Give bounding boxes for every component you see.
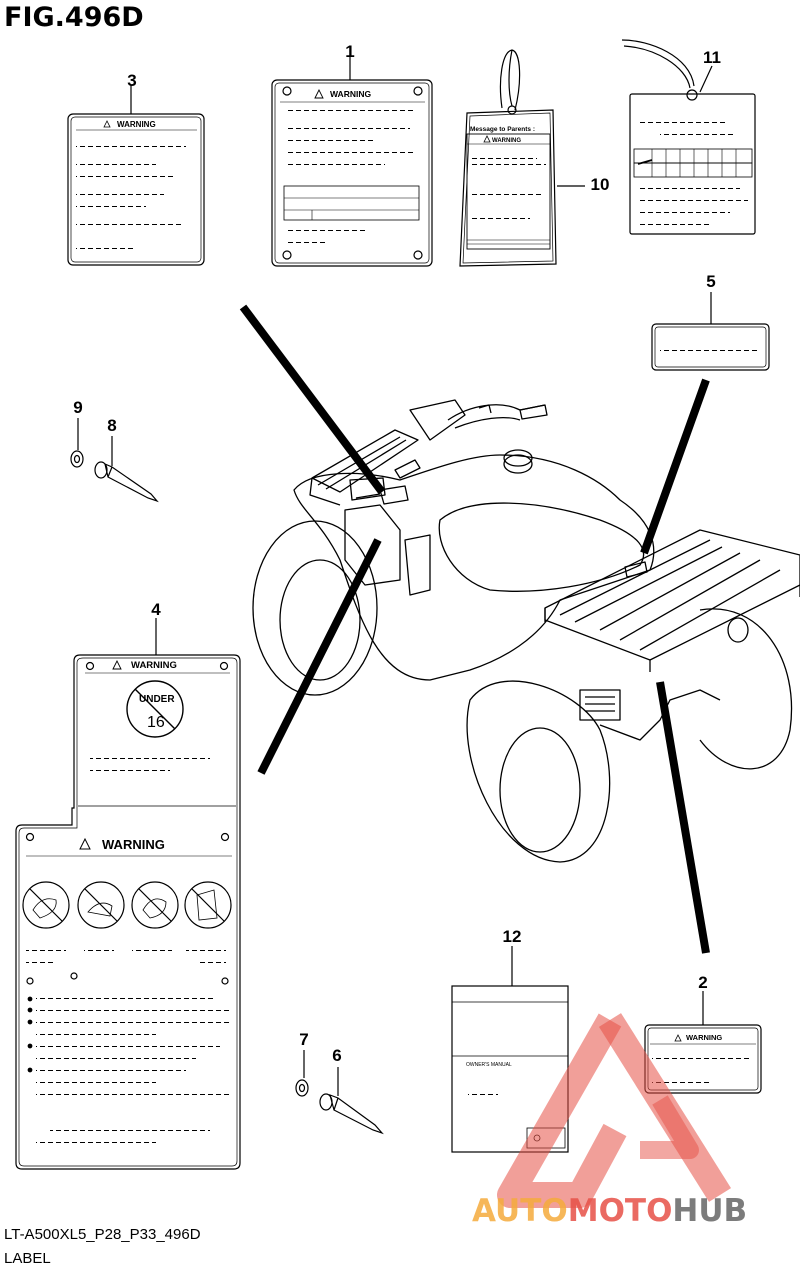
rivet-6[interactable] xyxy=(319,1067,384,1135)
tag-10-message-to-parents[interactable] xyxy=(459,49,585,267)
figure-section-label: LABEL xyxy=(4,1250,51,1267)
tag-10-warning-text: WARNING xyxy=(492,138,521,144)
label-1-warning-text: WARNING xyxy=(330,89,371,99)
label-2-warning-label[interactable] xyxy=(644,991,762,1094)
watermark-auto: AUTO xyxy=(472,1193,568,1229)
label-4-warning-label[interactable] xyxy=(15,618,241,1170)
watermark-text: AUTOMOTOHUB xyxy=(472,1193,747,1229)
tag-10-heading: Message to Parents : xyxy=(470,126,535,133)
figure-title: FIG.496D xyxy=(4,2,144,33)
callout-3[interactable]: 3 xyxy=(127,71,137,90)
callout-12[interactable]: 12 xyxy=(502,927,522,946)
callout-10[interactable]: 10 xyxy=(590,175,610,194)
callout-11[interactable]: 11 xyxy=(703,48,721,67)
callout-1[interactable]: 1 xyxy=(345,42,355,61)
figure-code: LT-A500XL5_P28_P33_496D xyxy=(4,1226,201,1243)
washer-7[interactable] xyxy=(295,1050,309,1097)
label-4-main-warning-text: WARNING xyxy=(102,837,165,852)
callout-4[interactable]: 4 xyxy=(151,600,161,619)
tag-11-hang-tag[interactable] xyxy=(621,39,756,235)
callout-2[interactable]: 2 xyxy=(698,973,708,992)
watermark-logo xyxy=(497,1013,732,1208)
callout-9[interactable]: 9 xyxy=(73,398,83,417)
label-5-label[interactable] xyxy=(651,292,770,371)
label-3-warning-text: WARNING xyxy=(117,120,156,129)
washer-9[interactable] xyxy=(70,418,84,468)
callout-7[interactable]: 7 xyxy=(299,1030,309,1049)
watermark-hub: HUB xyxy=(672,1193,748,1229)
label-2-warning-text: WARNING xyxy=(686,1033,722,1042)
label-1-warning-label[interactable] xyxy=(271,56,433,267)
label-4-top-warning-text: WARNING xyxy=(131,660,177,671)
watermark-moto: MOTO xyxy=(567,1193,673,1229)
callout-8[interactable]: 8 xyxy=(107,416,117,435)
leader-lines xyxy=(239,304,710,954)
label-4-age-text: 16 xyxy=(147,714,165,731)
manual-cover-text: OWNER'S MANUAL xyxy=(466,1062,512,1068)
label-3-warning-label[interactable] xyxy=(67,85,205,266)
label-4-under-text: UNDER xyxy=(139,694,175,705)
callout-5[interactable]: 5 xyxy=(706,272,716,291)
callout-6[interactable]: 6 xyxy=(332,1046,342,1065)
rivet-8[interactable] xyxy=(94,436,159,503)
